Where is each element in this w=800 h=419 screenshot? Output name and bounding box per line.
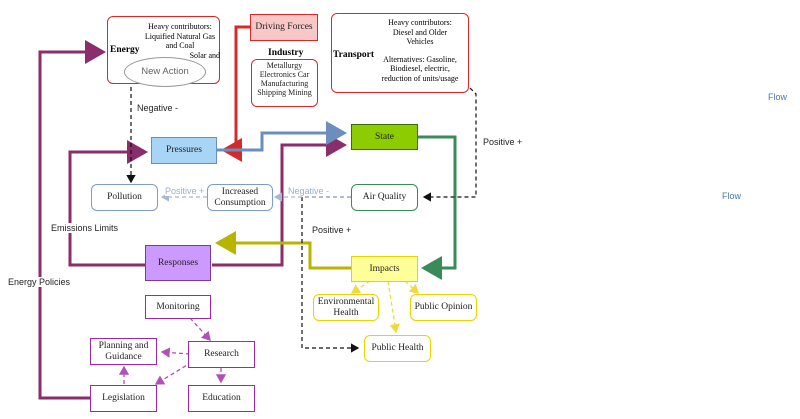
state-label: State	[375, 131, 394, 142]
positive-label: Positive +	[165, 186, 205, 196]
research-label: Research	[204, 349, 239, 360]
industry-line: Metallurgy	[266, 61, 303, 70]
responses-to-state-edge	[212, 133, 347, 267]
driving-forces-label: Driving Forces	[255, 22, 313, 33]
pressures-to-state-edge	[217, 121, 347, 152]
transport-line: Heavy contributors:	[388, 18, 452, 27]
increased-consumption-label: Increased Consumption	[214, 186, 266, 208]
monitoring-node[interactable]: Monitoring	[145, 295, 211, 319]
research-to-legislation-edge	[154, 361, 193, 385]
industry-line: Shipping Mining	[257, 87, 312, 97]
pollution-label: Pollution	[107, 192, 142, 203]
industry-title: Industry	[268, 48, 304, 58]
air-to-health-edge	[301, 196, 360, 353]
planning-guidance-node[interactable]: Planning and Guidance	[90, 338, 157, 365]
air-quality-label: Air Quality	[362, 192, 407, 203]
public-health-label: Public Health	[371, 343, 424, 354]
education-label: Education	[202, 393, 241, 404]
driving-to-pressures-edge	[221, 25, 250, 162]
legislation-node[interactable]: Legislation	[90, 385, 157, 412]
air-quality-node[interactable]: Air Quality	[351, 184, 418, 211]
industry-line: Electronics Car	[259, 69, 310, 79]
emissions-limits-edge	[68, 140, 148, 267]
public-opinion-label: Public Opinion	[414, 302, 473, 313]
energy-line: Solar and	[189, 50, 220, 60]
education-node[interactable]: Education	[188, 385, 255, 412]
pollution-node[interactable]: Pollution	[91, 184, 158, 211]
transport-text: Heavy contributors: Diesel and Older Veh…	[372, 18, 468, 84]
research-to-planning-edge	[160, 347, 191, 358]
new-action-label: New Action	[141, 65, 189, 77]
negative-label: Negative -	[288, 186, 330, 196]
transport-line: Vehicles	[406, 37, 434, 47]
transport-to-air-edge	[422, 87, 477, 202]
negative-label: Negative -	[137, 103, 179, 113]
transport-title: Transport	[333, 50, 374, 60]
energy-line: Heavy contributors:	[148, 22, 212, 31]
energy-title: Energy	[110, 45, 140, 55]
impacts-to-env-edge	[350, 280, 371, 294]
impacts-node[interactable]: Impacts	[351, 256, 418, 282]
legislation-label: Legislation	[102, 393, 145, 404]
energy-text: Heavy contributors: Liquified Natural Ga…	[140, 22, 220, 60]
emissions-limits-label: Emissions Limits	[51, 223, 119, 233]
research-node[interactable]: Research	[188, 341, 255, 368]
transport-line: Alternatives: Gasoline,	[383, 54, 457, 64]
energy-policies-edge	[38, 40, 106, 400]
transport-line: reduction of units/usage	[381, 73, 459, 83]
impacts-to-responses-edge	[215, 231, 351, 270]
state-node[interactable]: State	[351, 124, 418, 150]
transport-line: Diesel and Older	[392, 27, 448, 37]
transport-box[interactable]	[331, 13, 469, 93]
monitoring-label: Monitoring	[156, 301, 200, 312]
flow-label: Flow	[768, 92, 788, 102]
energy-line: and Coal	[165, 41, 195, 51]
state-to-impacts-edge	[418, 135, 457, 280]
flow-label: Flow	[722, 191, 742, 201]
transport-line: Biodiesel, electric,	[390, 64, 450, 74]
responses-label: Responses	[157, 257, 199, 268]
transport-line	[372, 47, 468, 55]
positive-label: Positive +	[312, 225, 352, 235]
driving-forces-box[interactable]: Driving Forces	[250, 14, 318, 41]
monitoring-to-research-edge	[189, 317, 211, 341]
pressures-node[interactable]: Pressures	[151, 137, 217, 164]
energy-line: Liquified Natural Gas	[144, 31, 216, 41]
positive-label: Positive +	[483, 137, 523, 147]
industry-line: Manufacturing	[260, 78, 309, 88]
energy-policies-label: Energy Policies	[8, 277, 71, 287]
public-health-node[interactable]: Public Health	[364, 335, 431, 362]
planning-guidance-label: Planning and Guidance	[98, 340, 149, 362]
impacts-to-health-edge	[387, 280, 400, 334]
responses-node[interactable]: Responses	[145, 245, 211, 281]
pressures-label: Pressures	[166, 145, 202, 156]
impacts-label: Impacts	[369, 263, 400, 274]
new-action-ellipse[interactable]: New Action	[124, 57, 206, 87]
public-opinion-node[interactable]: Public Opinion	[410, 294, 477, 321]
environmental-health-node[interactable]: Environmental Health	[313, 294, 379, 321]
industry-box[interactable]: Metallurgy Electronics Car Manufacturing…	[251, 59, 318, 107]
increased-consumption-node[interactable]: Increased Consumption	[207, 184, 273, 211]
environmental-health-label: Environmental Health	[317, 296, 375, 318]
impacts-to-opinion-edge	[404, 280, 419, 294]
